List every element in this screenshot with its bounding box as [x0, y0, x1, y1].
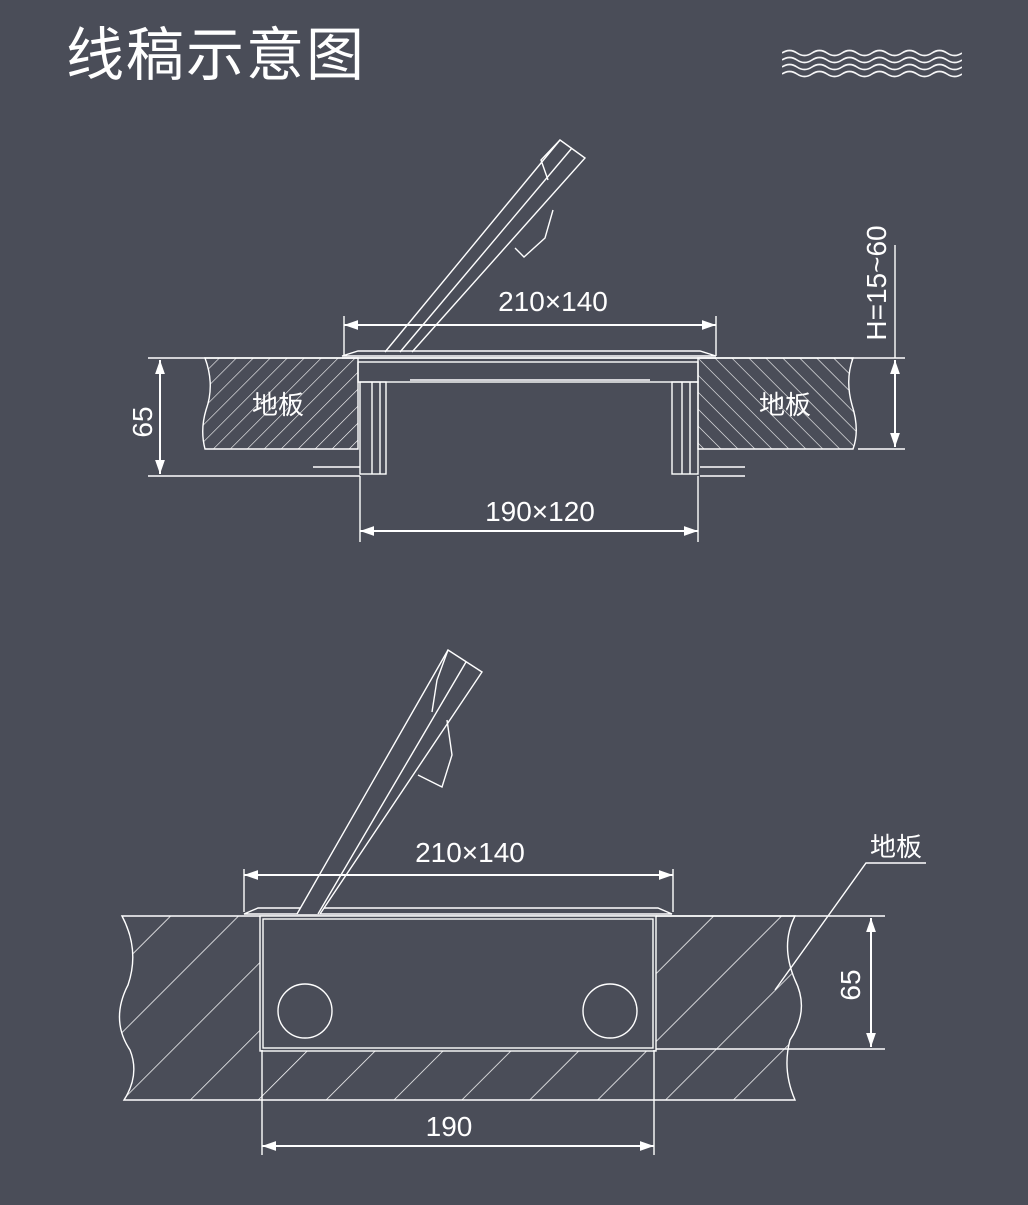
- bottom-lid-dimension: 210×140: [415, 837, 525, 868]
- bottom-diagram: [118, 649, 926, 1155]
- top-diagram: [148, 139, 905, 542]
- wave-lines-icon: [782, 49, 962, 78]
- top-opening-dimension: 190×120: [485, 496, 595, 527]
- floor-label-left: 地板: [252, 391, 304, 421]
- top-lid-dimension: 210×140: [498, 286, 608, 317]
- bottom-width-dimension: 190: [426, 1111, 473, 1142]
- height-range-dimension: H=15~60: [861, 225, 892, 340]
- bottom-depth-dimension: 65: [835, 969, 866, 1000]
- page-title: 线稿示意图: [66, 21, 367, 89]
- floor-right: [697, 357, 857, 450]
- floor-left: [202, 357, 359, 450]
- floor-label-right: 地板: [759, 391, 811, 421]
- floor-leader-label: 地板: [870, 833, 922, 863]
- top-depth-dimension: 65: [127, 406, 158, 437]
